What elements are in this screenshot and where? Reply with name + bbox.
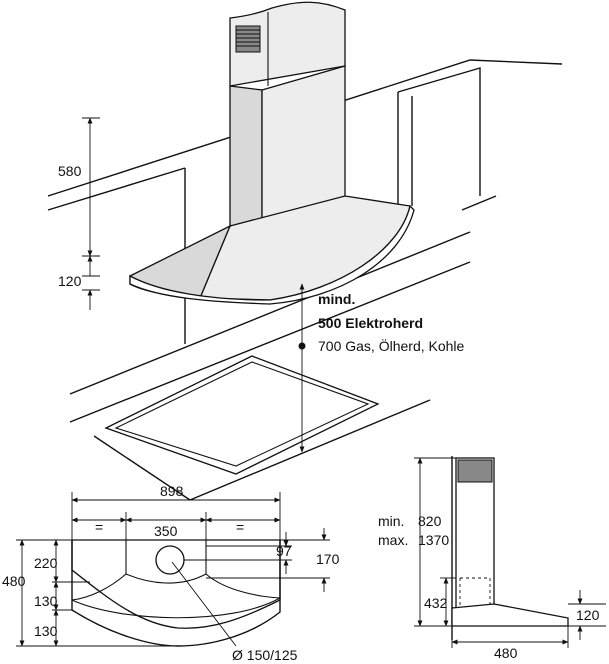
dim-480-side-label: 480 — [494, 645, 518, 661]
top-view: 898 = 350 = 97 170 22 — [2, 483, 340, 663]
dim-220-label: 220 — [34, 555, 58, 571]
dim-120-side-label: 120 — [576, 607, 600, 623]
dim-898-label: 898 — [160, 483, 184, 499]
dim-480-left-label: 480 — [2, 573, 26, 589]
cabinet-right-edge — [397, 67, 481, 196]
side-grille — [457, 459, 493, 483]
max-value: 1370 — [418, 532, 449, 548]
clearance-gas-label: 700 Gas, Ölherd, Kohle — [318, 337, 465, 354]
worktop-back-edge — [69, 231, 471, 395]
dim-580-label: 580 — [58, 163, 82, 179]
chimney — [229, 1, 346, 233]
min-label: min. — [378, 513, 404, 529]
min-value: 820 — [418, 513, 442, 529]
clearance-dimension: mind. 500 Elektroherd 700 Gas, Ölherd, K… — [298, 283, 465, 453]
wall-shelf-line — [47, 167, 186, 211]
worktop-side — [93, 435, 191, 501]
dim-432: 432 — [424, 577, 456, 627]
dim-130b-label: 130 — [34, 623, 58, 639]
dim-130a-label: 130 — [34, 593, 58, 609]
dim-350: = 350 = — [71, 512, 281, 540]
dim-120-side: 120 — [568, 590, 606, 640]
cabinet-base — [461, 195, 497, 211]
dim-120-label: 120 — [58, 273, 82, 289]
hob — [104, 355, 380, 475]
dim-432-label: 432 — [424, 595, 448, 611]
clearance-min-label: mind. — [318, 291, 355, 307]
dim-480-side: 480 — [451, 626, 569, 661]
hood-canopy — [129, 195, 415, 305]
dim-898: 898 — [71, 483, 281, 540]
eq-left-label: = — [95, 519, 103, 535]
worktop-front-edge-back — [69, 261, 471, 423]
side-view: min. 820 max. 1370 432 120 480 — [378, 456, 606, 661]
side-canopy — [451, 603, 569, 627]
dim-170-label: 170 — [316, 551, 340, 567]
dim-97-label: 97 — [276, 543, 292, 559]
max-label: max. — [378, 532, 408, 548]
worktop-front-edge — [189, 399, 431, 501]
dim-120: 120 — [58, 255, 100, 310]
dim-97-170: 97 170 — [184, 528, 340, 592]
duct-opening — [155, 545, 185, 575]
vent-grille — [235, 25, 261, 53]
clearance-electric-label: 500 Elektroherd — [318, 315, 423, 331]
dim-left-stack: 220 480 130 130 — [2, 539, 172, 647]
eq-right-label: = — [236, 519, 244, 535]
dim-580: 580 — [58, 117, 100, 257]
perspective-view: 580 120 mind. 500 Elektroherd 700 Gas, Ö… — [47, 1, 563, 501]
duct-diameter-label: Ø 150/125 — [232, 647, 298, 663]
wall-top-line — [47, 59, 563, 197]
dim-350-label: 350 — [154, 523, 178, 539]
side-chimney — [455, 457, 495, 609]
duct-diameter-callout: Ø 150/125 — [171, 561, 298, 663]
